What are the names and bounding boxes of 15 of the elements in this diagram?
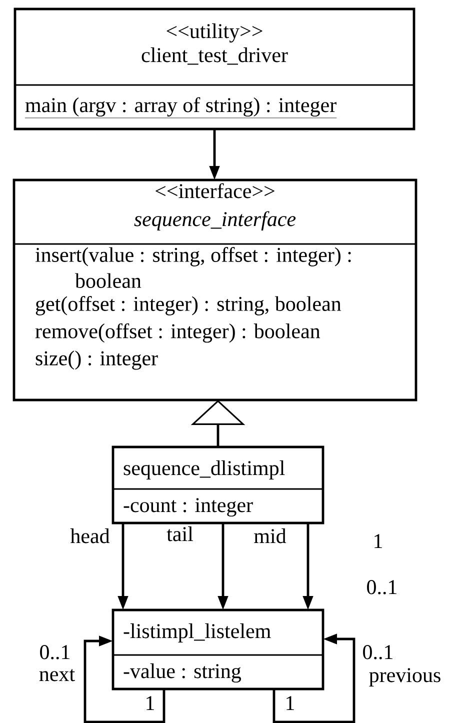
multiplicity: 0..1 [38,644,72,660]
role-label: tail [166,525,194,542]
class-box: <<utility>> client_test_driver main (argv : array of string) : integer [14,8,416,130]
multiplicity: 1 [372,533,384,549]
role-label: next [38,668,76,682]
self-association-arrow [84,636,166,723]
class-box: -listimpl_listelem -value : string [112,608,324,690]
multiplicity: 0..1 [365,579,399,596]
interface-box: <<interface>> sequence_interface insert(value : string, offset : integer) : boolean get(offset : integer) : string, boolean remove(offset : integer) : boolean size() : integer [12,178,418,402]
role-label: head [69,527,111,544]
multiplicity: 1 [144,695,156,711]
multiplicity: 0..1 [361,644,395,660]
role-label: mid [252,527,288,544]
multiplicity: 1 [284,695,296,711]
role-label: previous [368,667,442,688]
